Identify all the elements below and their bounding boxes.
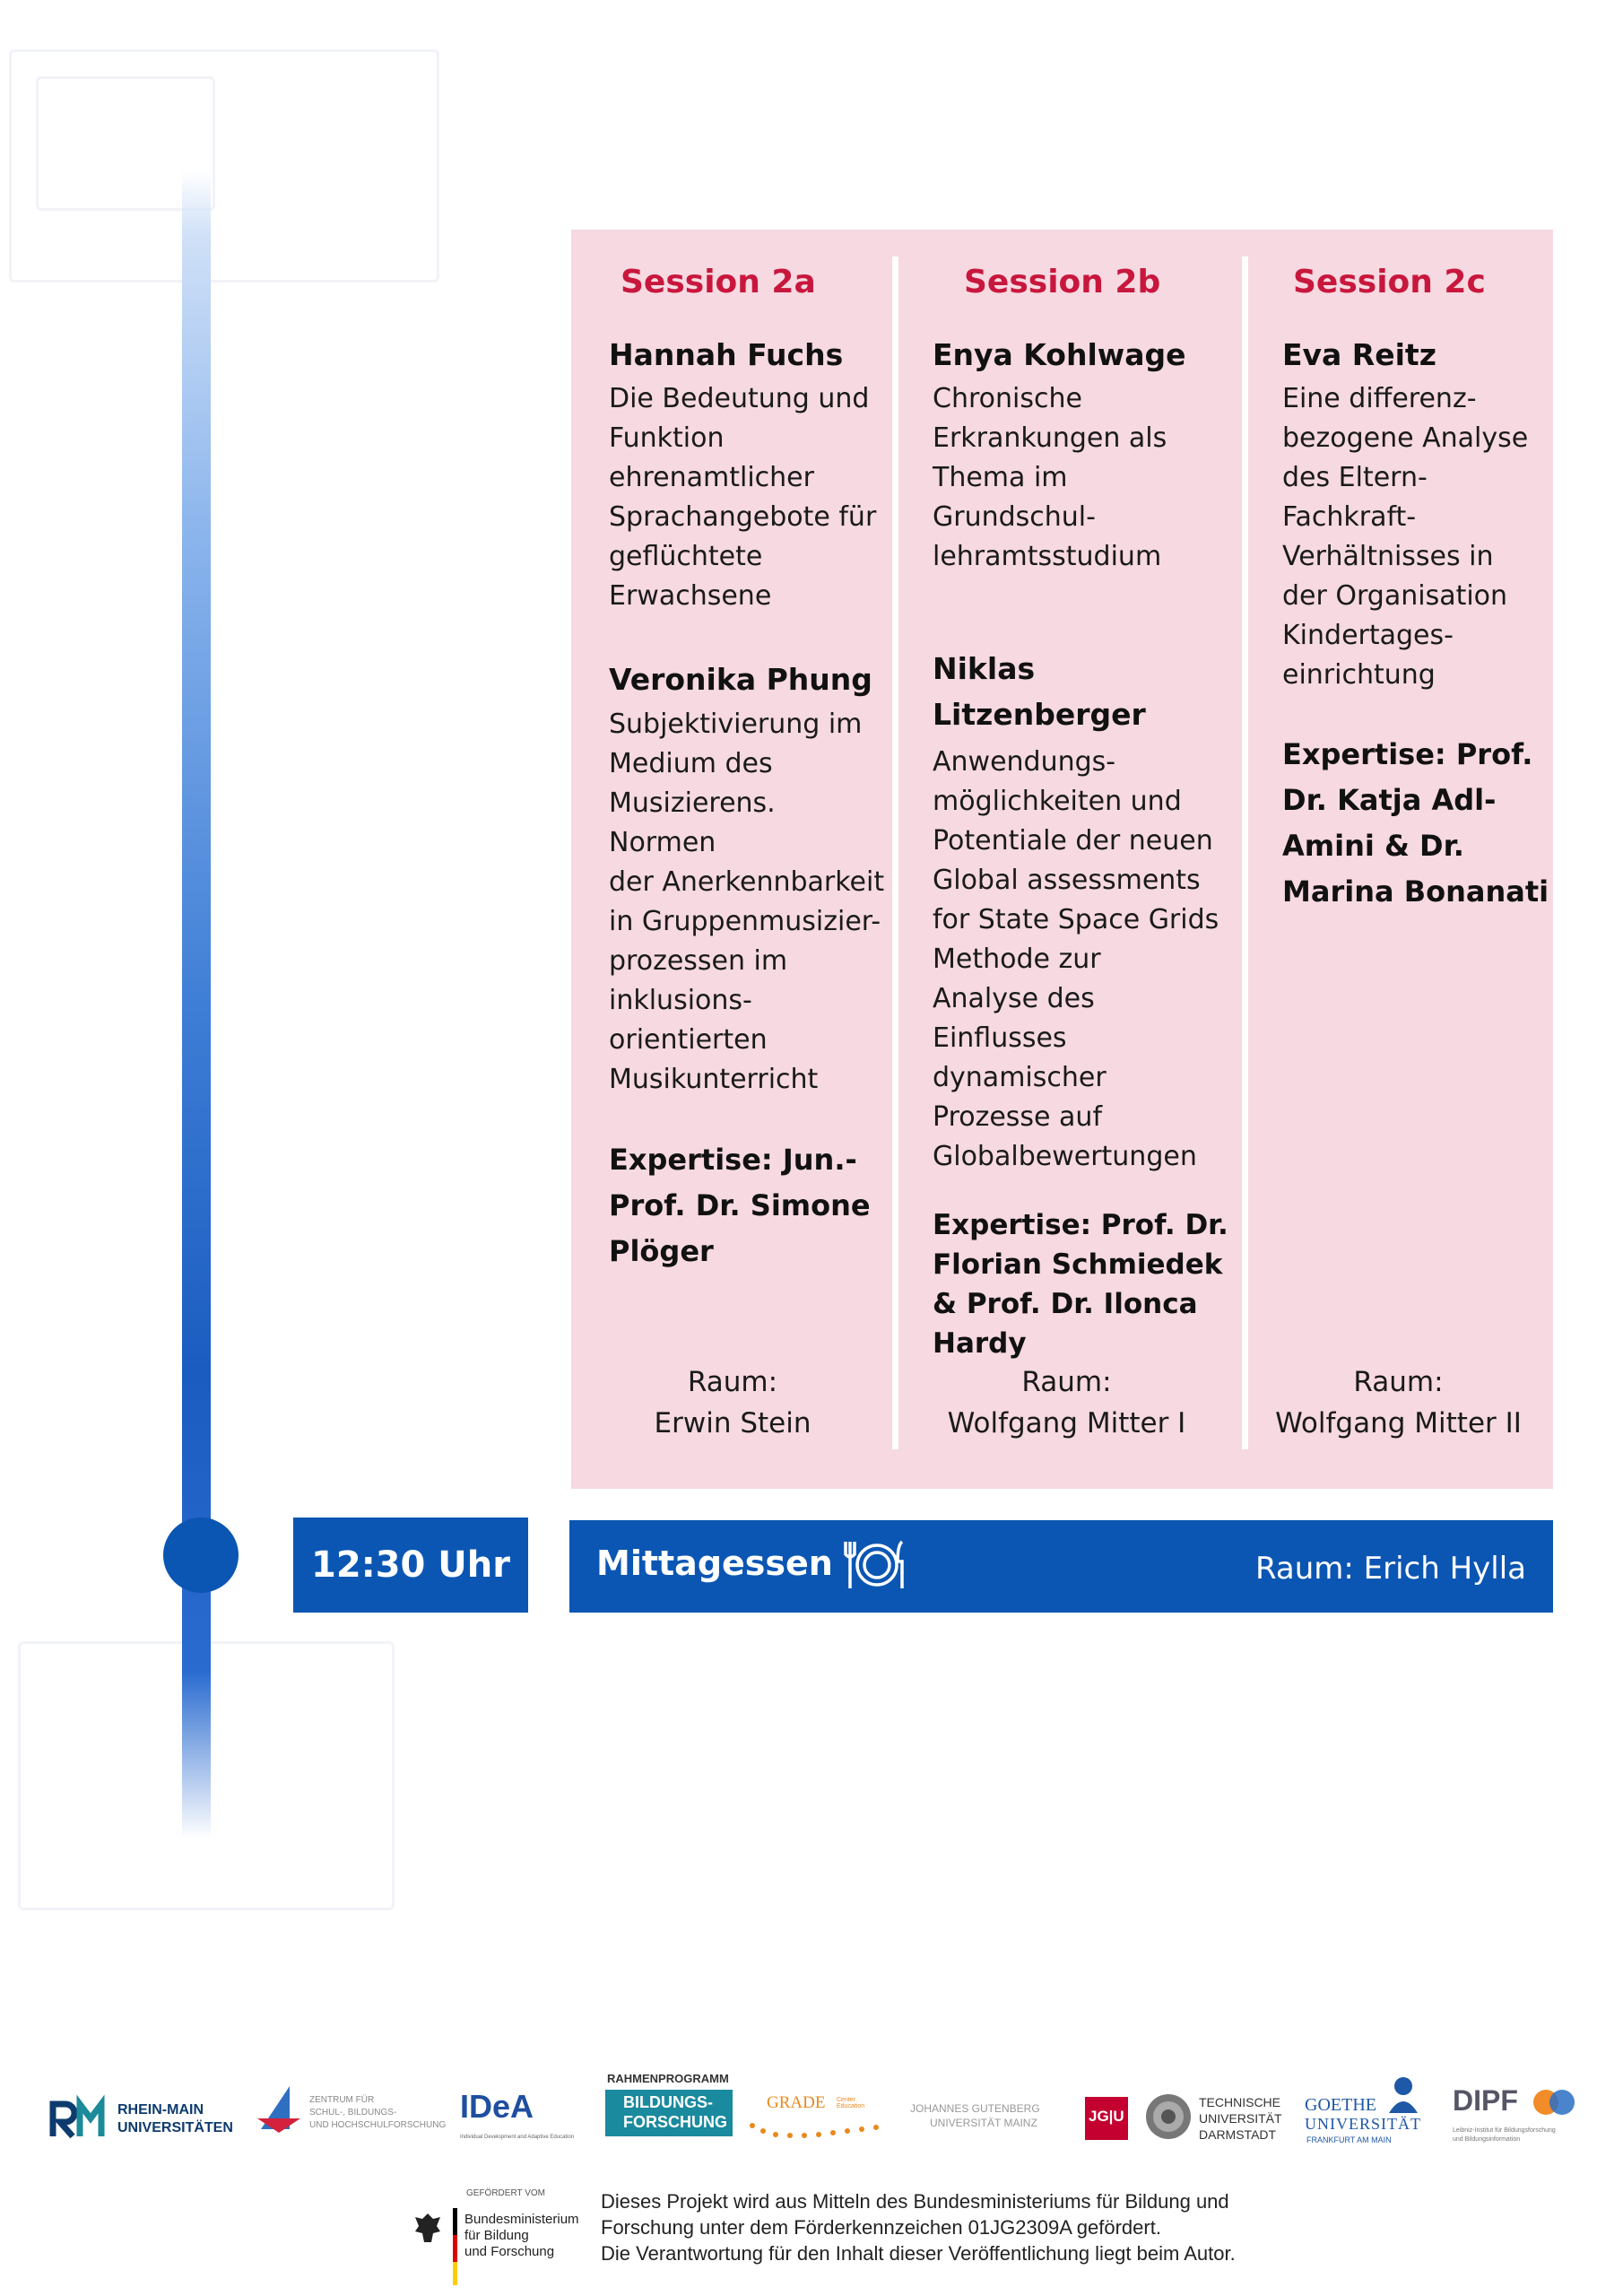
- presenter-name: Hannah Fuchs: [609, 337, 844, 372]
- grade-dots-icon: [750, 2123, 879, 2138]
- presenter-name: Veronika Phung: [609, 662, 872, 697]
- talk-title: Eine differenz- bezogene Analyse des Elt…: [1282, 383, 1529, 691]
- room-label: Raum:: [1021, 1366, 1112, 1398]
- presenter-name: Eva Reitz: [1282, 337, 1436, 372]
- funding-notice: GEFÖRDERT VOM Bundesministerium für Bild…: [412, 2188, 1578, 2287]
- expertise-text: Expertise: Prof. Dr. Florian Schmiedek &…: [933, 1209, 1228, 1360]
- talk-title: Chronische Erkrankungen als Thema im Gru…: [933, 383, 1167, 572]
- background-decoration: [9, 49, 439, 283]
- zsb-line1: ZENTRUM FÜR: [309, 2095, 375, 2105]
- dipf-sub1: Leibniz-Institut für Bildungsforschung: [1453, 2127, 1556, 2134]
- bildung-line2: FORSCHUNG: [623, 2113, 727, 2131]
- room-label: Raum:: [1353, 1366, 1444, 1398]
- partner-logos: RHEIN-MAIN UNIVERSITÄTEN ZENTRUM FÜR SCH…: [49, 2072, 1614, 2166]
- bmbf-line3: und Forschung: [464, 2244, 555, 2259]
- goethe-line1: GOETHE: [1305, 2095, 1376, 2115]
- plate-cutlery-icon: [844, 1540, 904, 1588]
- goethe-logo: GOETHE UNIVERSITÄT FRANKFURT AM MAIN: [1305, 2074, 1439, 2150]
- bildung-box: [605, 2090, 733, 2136]
- timeline-dot: [163, 1518, 239, 1593]
- lunch-bar: Mittagessen Raum: Erich Hylla: [569, 1520, 1553, 1613]
- jgu-mark-box: [1085, 2097, 1128, 2140]
- presenter-name: Enya Kohlwage: [933, 337, 1186, 372]
- column-divider: [892, 257, 898, 1449]
- talk-title: Die Bedeutung und Funktion ehrenamtliche…: [609, 383, 877, 612]
- jgu-logo: JOHANNES GUTENBERG UNIVERSITÄT MAINZ JG|…: [910, 2090, 1134, 2144]
- flag-bar-red: [453, 2235, 457, 2262]
- flag-bar-black: [453, 2208, 457, 2235]
- room-info: Raum: Erwin Stein: [589, 1361, 876, 1444]
- dipf-circles-icon: [1533, 2090, 1575, 2115]
- bildung-line1: BILDUNGS-: [623, 2093, 713, 2111]
- expertise-text: Expertise: Jun.- Prof. Dr. Simone Plöger: [609, 1143, 871, 1268]
- gefoerdert-label: GEFÖRDERT VOM: [466, 2188, 545, 2198]
- jgu-line1: JOHANNES GUTENBERG: [910, 2102, 1040, 2115]
- jgu-line2: UNIVERSITÄT MAINZ: [930, 2117, 1037, 2129]
- lunch-room: Raum: Erich Hylla: [1254, 1551, 1526, 1587]
- expertise-text: Expertise: Prof. Dr. Katja Adl- Amini & …: [1282, 737, 1549, 909]
- idea-logo: IDeA Individual Development and Adaptive…: [460, 2088, 603, 2151]
- grade-text: GRADE: [767, 2093, 826, 2112]
- idea-sub: Individual Development and Adaptive Educ…: [460, 2135, 575, 2140]
- rahmen-text: RAHMENPROGRAMM: [607, 2072, 729, 2085]
- session-title: Session 2c: [1293, 264, 1486, 300]
- room-name: Wolfgang Mitter I: [947, 1407, 1186, 1439]
- funding-text: Dieses Projekt wird aus Mitteln des Bund…: [601, 2190, 1236, 2265]
- zsb-line2: SCHUL-, BILDUNGS-: [309, 2108, 397, 2118]
- zsb-logo-mark-icon: [257, 2086, 300, 2133]
- tu-darmstadt-logo: TECHNISCHE UNIVERSITÄT DARMSTADT: [1143, 2088, 1296, 2151]
- tud-athene-icon: [1146, 2094, 1191, 2139]
- talk-title: Subjektivierung im Medium des Musizieren…: [609, 709, 885, 1095]
- room-label: Raum:: [687, 1366, 778, 1398]
- goethe-line2: UNIVERSITÄT: [1305, 2115, 1421, 2133]
- dipf-sub2: und Bildungsinformation: [1453, 2136, 1521, 2143]
- tud-line2: UNIVERSITÄT: [1199, 2111, 1282, 2126]
- goethe-line3: FRANKFURT AM MAIN: [1306, 2135, 1392, 2144]
- idea-text: IDeA: [460, 2088, 534, 2125]
- room-info: Raum: Wolfgang Mitter I: [907, 1361, 1226, 1444]
- background-decoration: [36, 76, 215, 211]
- rhein-main-logo: RHEIN-MAIN UNIVERSITÄTEN: [49, 2092, 256, 2145]
- rm-logo-mark-icon: [49, 2094, 105, 2139]
- column-divider: [1242, 257, 1248, 1449]
- bmbf-line2: für Bildung: [464, 2228, 529, 2243]
- room-info: Raum: Wolfgang Mitter II: [1248, 1361, 1549, 1444]
- tud-line3: DARMSTADT: [1199, 2127, 1277, 2142]
- federal-eagle-icon: [415, 2213, 440, 2242]
- tud-line1: TECHNISCHE: [1199, 2095, 1281, 2109]
- rm-line1: RHEIN-MAIN: [117, 2102, 204, 2118]
- dipf-logo: DIPF Leibniz-Institut für Bildungsforsch…: [1453, 2084, 1610, 2156]
- jgu-mark: JG|U: [1089, 2108, 1124, 2125]
- talk-title: Anwendungs- möglichkeiten und Potentiale…: [933, 746, 1219, 1172]
- grade-logo: GRADE Center Education: [747, 2093, 890, 2147]
- room-name: Erwin Stein: [654, 1407, 812, 1439]
- zsb-logo: ZENTRUM FÜR SCHUL-, BILDUNGS- UND HOCHSC…: [254, 2083, 460, 2145]
- rm-line2: UNIVERSITÄTEN: [117, 2120, 233, 2135]
- flag-bar-gold: [453, 2262, 457, 2285]
- presenter-name: Niklas Litzenberger: [933, 651, 1146, 732]
- zsb-line3: UND HOCHSCHULFORSCHUNG: [309, 2120, 447, 2130]
- bildungsforschung-logo: RAHMENPROGRAMM BILDUNGS- FORSCHUNG: [605, 2072, 740, 2152]
- goethe-portrait-icon: [1389, 2077, 1418, 2113]
- room-name: Wolfgang Mitter II: [1275, 1407, 1522, 1439]
- lunch-time: 12:30 Uhr: [293, 1518, 528, 1613]
- dipf-text: DIPF: [1453, 2084, 1518, 2117]
- bmbf-line1: Bundesministerium: [464, 2212, 579, 2227]
- session-title: Session 2b: [964, 264, 1161, 300]
- sessions-panel: Session 2a Hannah Fuchs Die Bedeutung un…: [571, 230, 1553, 1489]
- session-title: Session 2a: [621, 264, 816, 300]
- grade-sub: Center Education: [837, 2097, 865, 2109]
- lunch-label: Mittagessen: [596, 1544, 833, 1583]
